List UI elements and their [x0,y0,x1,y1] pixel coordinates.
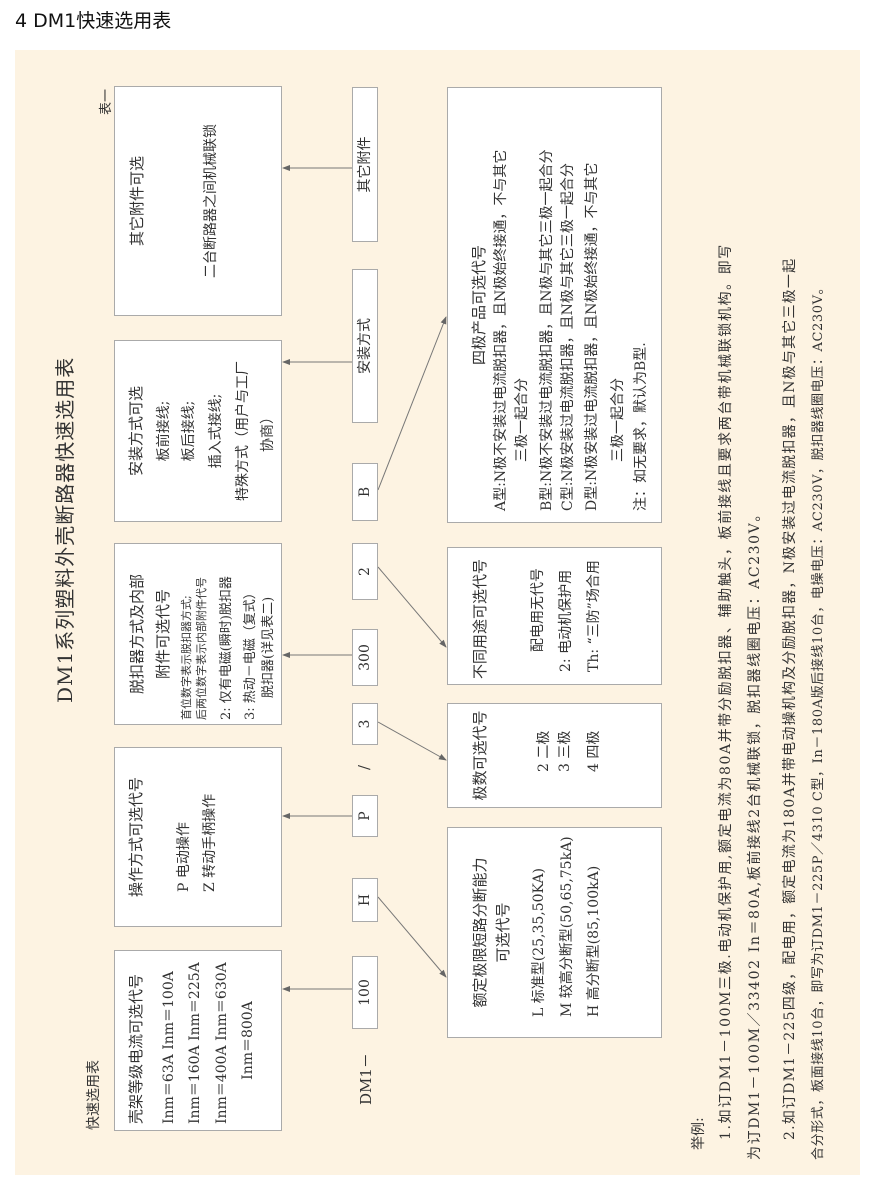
box-title: 额定极限短路分断能力 [471,857,489,1008]
box-line: M 较高分断型(50,65,75kA) [559,836,575,1017]
arrow-breaking [377,896,447,978]
arrow-four-pole [377,316,447,491]
box-line: P 电动操作 [176,822,192,892]
box-line: 特殊方式（用户与工厂 [235,361,251,501]
arrow-poles [377,721,447,761]
section-heading: 4 DM1快速选用表 [15,10,172,32]
poles-box: 极数可选代号 2 二极 3 三极 4 四极 [447,703,662,808]
release-box: 脱扣器方式及内部 附件可选代号 首位数字表示脱扣器方式; 后两位数字表示内部附件… [114,543,282,725]
example-line: 合分形式，板面接线10台，即写为订DM1－225P／4310 C型，In－180… [811,280,826,1160]
box-line: 三极一起合分 [514,378,530,462]
code-slash: / [355,764,373,770]
box-title: 其它附件可选 [128,156,146,247]
code-release: 300 [352,629,378,686]
code-operation: P [352,795,378,837]
box-title: 四极产品可选代号 [470,245,488,366]
example-line: 为订DM1－100M／33402 In＝80A,板前接线2台机械联锁，脱扣器线圈… [747,506,763,1160]
caption: 快速选用表 [86,1060,102,1130]
code-four-pole: B [352,463,378,521]
box-line: Inm＝160A Inm＝225A [187,962,203,1124]
code-poles: 3 [352,703,378,745]
box-line: 2 二极 [536,730,552,772]
other-accessory-box: 其它附件可选 二台断路器之间机械联锁 [114,86,282,316]
document-title: DM1系列塑料外壳断路器快速选用表 [53,356,77,703]
box-line: 插入式接线; [208,393,224,469]
box-line: 脱扣器(详见表二) [261,596,276,698]
box-line: L 标准型(25,35,50KA) [531,867,547,1017]
box-line: Th: “三防”场合用 [586,560,602,672]
box-line: D型:N极安装过电流脱扣器，且N极始终接通，不与其它 [584,162,600,511]
box-line: 4 四极 [586,730,602,772]
box-line: A型:N极不安装过电流脱扣器，且N极始终接通，不与其它 [493,149,509,511]
connector-arrows [282,165,447,992]
code-frame: 100 [352,956,378,1029]
code-usage: 2 [352,543,378,600]
box-title: 安装方式可选 [127,386,145,477]
operation-box: 操作方式可选代号 P 电动操作 Z 转动手柄操作 [114,747,282,927]
box-line: C型:N极安装过电流脱扣器，且N极与其它三极一起合分 [560,163,576,511]
rotated-selection-table: 快速选用表 表一 DM1系列塑料外壳断路器快速选用表 壳架等级电流可选代号 In… [25,50,855,1170]
box-title: 不同用途可选代号 [471,558,489,679]
box-line: 2: 电动机保护用 [558,569,574,672]
box-line: 3 三极 [557,730,573,772]
box-line: 协商） [260,410,276,452]
breaking-capacity-box: 额定极限短路分断能力 可选代号 L 标准型(25,35,50KA) M 较高分断… [447,827,662,1038]
box-line: 配电用无代号 [530,568,546,652]
code-mount: 安装方式 [352,269,378,423]
mount-box: 安装方式可选 板前接线; 板后接线; 插入式接线; 特殊方式（用户与工厂 协商） [114,340,282,522]
box-line: Inm＝400A Inm＝630A [214,962,230,1124]
model-prefix: DM1－ [357,1053,375,1105]
box-line: 板后接线; [181,400,197,462]
code-other: 其它附件 [352,87,378,242]
box-title: 操作方式可选代号 [127,777,145,898]
box-subtitle: 附件可选代号 [154,589,172,680]
box-line: 注：如无要求，默认为B型. [633,342,649,511]
arrow-usage [377,566,447,648]
box-title: 极数可选代号 [471,710,489,801]
box-line: Z 转动手柄操作 [202,793,218,892]
box-line: 2: 仅有电磁(瞬时)脱扣器 [219,576,234,720]
examples-label: 举例: [691,1117,707,1150]
box-line: 二台断路器之间机械联锁 [203,124,219,278]
box-line: 板前接线; [156,400,172,462]
box-line: 3: 热动－电磁（复式） [243,586,258,720]
box-line: 后两位数字表示内部附件代号 [195,577,208,720]
example-line: 2.如订DM1－225四级，配电用，额定电流为180A并带电动操机构及分励脱扣器… [782,257,798,1140]
frame-current-box: 壳架等级电流可选代号 Inm＝63A Inm＝100A Inm＝160A Inm… [114,950,282,1131]
box-line: 三极一起合分 [610,378,626,462]
box-subtitle: 可选代号 [494,902,512,963]
box-line: H 高分断型(85,100kA) [586,865,602,1017]
box-title: 壳架等级电流可选代号 [127,973,145,1124]
four-pole-box: 四极产品可选代号 A型:N极不安装过电流脱扣器，且N极始终接通，不与其它 三极一… [447,87,662,523]
box-title: 脱扣器方式及内部 [128,574,146,695]
code-breaking: H [352,878,378,922]
box-line: 首位数字表示脱扣器方式; [180,595,193,720]
box-line: Inm＝800A [240,1001,256,1080]
box-line: B型:N极不安装过电流脱扣器，且N极与其它三极一起合分 [539,149,555,511]
example-line: 1.如订DM1－100M三极.电动机保护用,额定电流为80A并带分励脱扣器、辅助… [718,243,734,1140]
usage-box: 不同用途可选代号 配电用无代号 2: 电动机保护用 Th: “三防”场合用 [447,547,662,685]
table-number: 表一 [99,88,114,115]
box-line: Inm＝63A Inm＝100A [161,971,177,1124]
